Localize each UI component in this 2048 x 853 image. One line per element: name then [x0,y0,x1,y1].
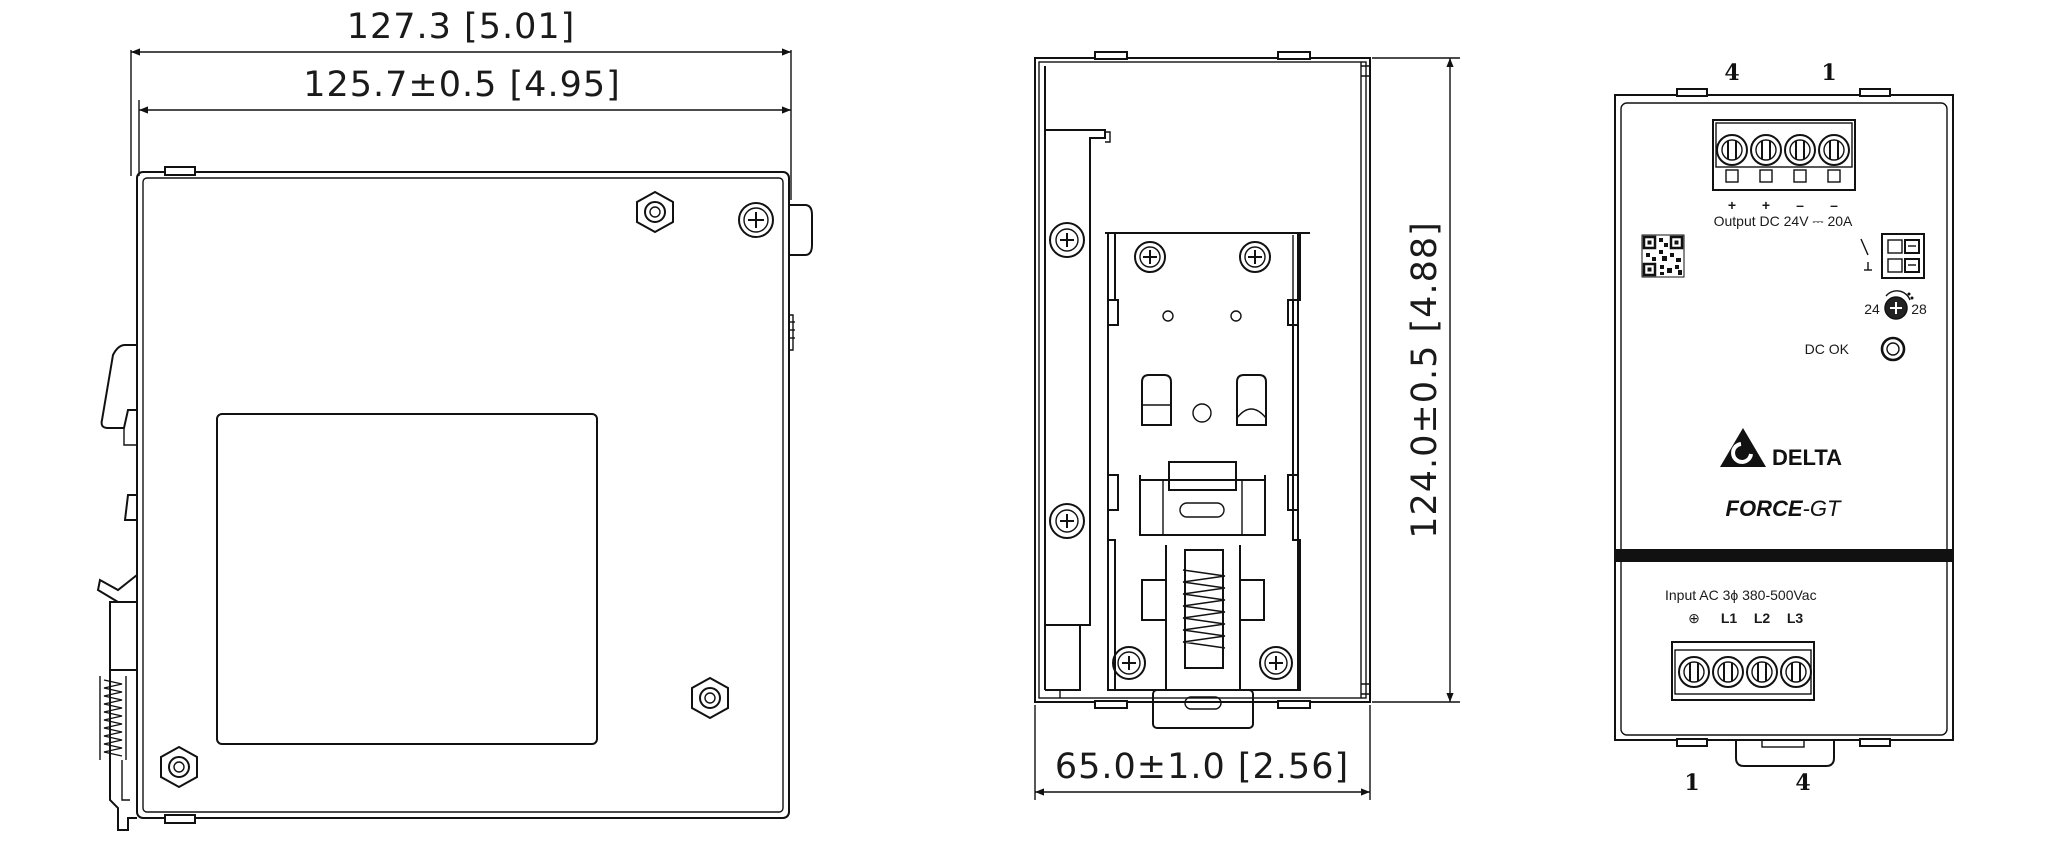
side-hex-nut-bottom-right [691,676,729,720]
overall-width-dimension: 127.3 [5.01] [130,7,792,200]
body-width-dimension: 125.7±0.5 [4.95] [138,65,791,176]
rear-screw-bracket-br [1259,646,1293,680]
side-screw-top-right [738,202,774,238]
rear-screw-left-bottom [1049,503,1085,539]
side-view: 127.3 [5.01] 125.7±0.5 [4.95] [96,7,813,831]
front-housing [1614,94,1954,741]
voltage-adjust-potentiometer: 24 28 [1864,290,1927,320]
height-dimension: 124.0±0.5 [4.88] [1372,57,1460,703]
output-terminal-2 [1750,134,1782,183]
body-width-label: 125.7±0.5 [4.95] [303,65,621,105]
input-terminal-label-l1: L1 [1721,610,1738,626]
delta-logo: DELTA [1720,428,1842,470]
din-bracket [1105,232,1310,729]
output-terminal-3 [1784,134,1816,183]
input-terminal-l2 [1746,656,1778,688]
product-name-suffix: -GT [1803,496,1842,521]
output-rating-label: Output DC 24V ⎓ 20A [1714,213,1853,229]
output-polarity-2: + [1762,197,1770,213]
input-rating-label: Input AC 3ϕ 380-500Vac [1665,587,1817,603]
rear-screw-left-top [1049,222,1085,258]
adjust-max-label: 28 [1911,301,1927,317]
rear-screw-bracket-tl [1134,241,1166,273]
din-clip-profile [96,344,138,831]
depth-label: 65.0±1.0 [2.56] [1055,747,1349,787]
side-housing [136,166,813,824]
depth-dimension: 65.0±1.0 [2.56] [1034,705,1371,800]
rear-left-rail [1044,66,1111,698]
relay-contact-connector [1860,233,1925,279]
delta-triangle-icon [1720,428,1766,467]
output-polarity-4: – [1830,197,1838,213]
top-pin-left-number: 4 [1724,60,1739,86]
top-pin-right-number: 1 [1821,60,1836,86]
brand-name: DELTA [1772,445,1842,470]
rear-screw-bracket-bl [1112,646,1146,680]
rear-view: 65.0±1.0 [2.56] 124.0±0.5 [4.88] [1034,51,1460,800]
input-terminal-l1 [1712,656,1744,688]
height-label: 124.0±0.5 [4.88] [1405,221,1445,539]
product-name-prefix: FORCE [1726,496,1804,521]
output-polarity-1: + [1728,197,1736,213]
rear-housing [1034,57,1371,703]
input-terminal-l3 [1780,656,1812,688]
dc-ok-indicator: DC OK [1805,336,1906,362]
input-terminal-block [1671,641,1815,701]
side-hex-nut-top [636,190,674,234]
side-hex-nut-bottom-left [160,745,198,789]
input-terminal-ground [1678,656,1710,688]
output-polarity-3: – [1796,197,1804,213]
input-terminal-label-l3: L3 [1787,610,1804,626]
qr-code [1641,234,1685,278]
rear-screw-bracket-tr [1239,241,1271,273]
ground-symbol: ⊕ [1688,610,1700,626]
front-view: 4 1 [1614,60,1954,796]
product-name: FORCE-GT [1726,496,1842,521]
adjust-min-label: 24 [1864,301,1880,317]
output-terminal-block [1712,119,1856,191]
bottom-pin-right-number: 4 [1795,770,1810,796]
input-terminal-label-l2: L2 [1754,610,1771,626]
side-label-area [216,413,598,745]
output-terminal-1 [1716,134,1748,183]
overall-width-label: 127.3 [5.01] [347,7,576,47]
bottom-pin-left-number: 1 [1684,770,1699,796]
output-terminal-4 [1818,134,1850,183]
dc-ok-led [1880,336,1906,362]
side-spring [99,676,127,760]
dc-ok-label: DC OK [1805,341,1850,357]
separator-band [1616,549,1952,562]
